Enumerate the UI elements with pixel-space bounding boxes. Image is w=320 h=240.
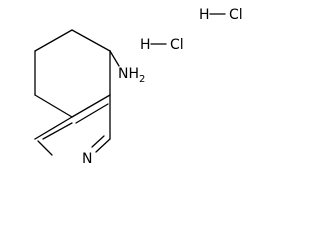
- hcl-2-h: H: [140, 37, 151, 53]
- hcl-1-cl: Cl: [229, 7, 243, 23]
- bond-c4a-c5: [34, 94, 73, 118]
- bond-n2-c3: [37, 140, 53, 156]
- bond-c1-n2: [95, 138, 111, 153]
- chemical-structure: NH2 N H Cl H Cl: [34, 7, 243, 167]
- bond-c3-c4-double: [42, 122, 73, 140]
- bond-c4a-c8a: [71, 94, 111, 118]
- bond-c3-c4: [34, 116, 73, 140]
- bond-c6-c7: [34, 29, 73, 52]
- bond-c1-n2-double: [91, 135, 105, 148]
- hcl-2-cl: Cl: [170, 37, 184, 53]
- bond-c7-c8: [71, 29, 111, 52]
- amine-label: NH2: [118, 66, 145, 85]
- ring-nitrogen-label: N: [82, 151, 92, 167]
- bond-c4a-c8a-double: [75, 103, 109, 124]
- bond-c8-amine: [109, 50, 120, 67]
- hcl-1-h: H: [199, 7, 210, 23]
